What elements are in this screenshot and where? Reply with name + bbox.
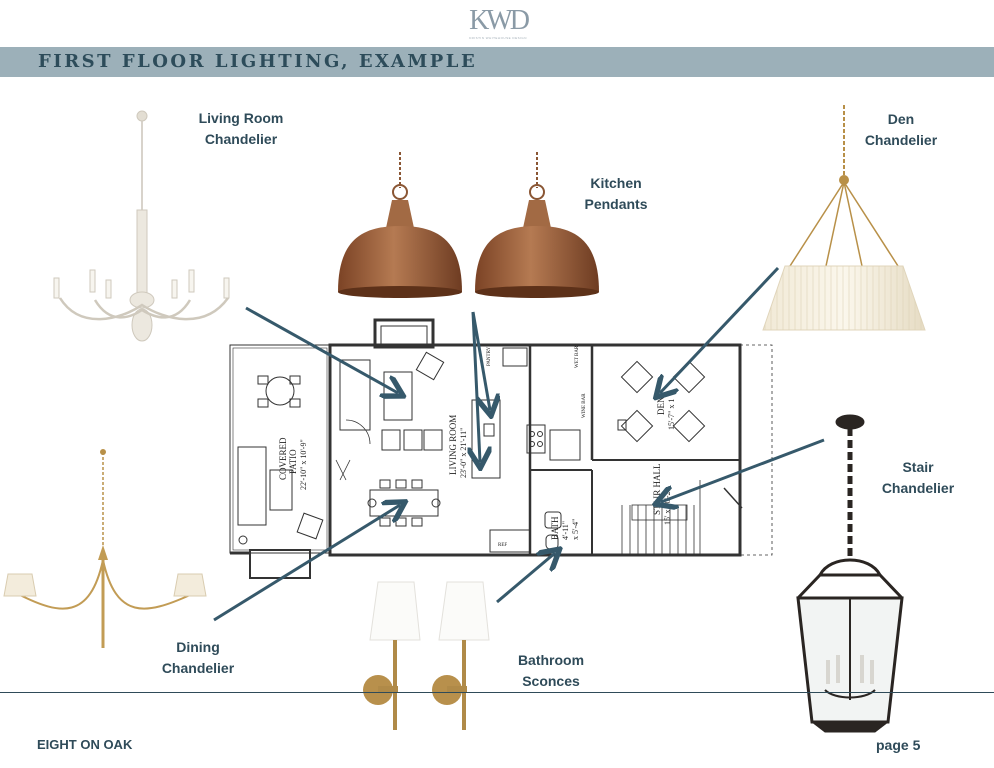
arrow-kitchen-1 — [473, 311, 480, 462]
header-banner: FIRST FLOOR LIGHTING, EXAMPLE — [0, 47, 994, 77]
callout-arrows — [213, 266, 825, 622]
page-number-value: 5 — [912, 737, 921, 753]
arrow-dining — [213, 505, 400, 622]
arrow-den — [660, 266, 780, 393]
dining-label-line1: Dining — [176, 639, 220, 655]
arrow-stair — [661, 438, 825, 502]
bathroom-label-line1: Bathroom — [517, 652, 585, 668]
arrow-kitchen-2 — [471, 311, 490, 410]
living-room-label-line2: Chandelier — [204, 131, 278, 147]
bathroom-label-line2: Sconces — [522, 673, 580, 689]
kitchen-label-line1: Kitchen — [590, 175, 642, 191]
logo-mark: KWD — [469, 5, 530, 36]
living-room-chandelier-image — [53, 110, 230, 342]
footer-divider — [0, 692, 994, 693]
wine-label: WINE BAR — [582, 393, 587, 418]
page-number: page 5 — [876, 737, 920, 753]
kitchen-pendants-image — [338, 152, 599, 298]
den-chandelier-label: Den Chandelier — [851, 109, 951, 151]
bath-label-2: 4'-11" — [561, 521, 570, 540]
page-label: page — [876, 737, 909, 753]
bath-label-3: x 5'-4" — [571, 519, 580, 540]
living-label-2: 23'-0" x 21'-11" — [459, 428, 468, 478]
wet-bar-label: WET BAR — [575, 345, 580, 368]
patio-label-1: COVERED — [278, 437, 288, 480]
project-name: EIGHT ON OAK — [37, 737, 133, 752]
arrow-bathroom — [496, 553, 555, 604]
kitchen-label-line2: Pendants — [584, 196, 648, 212]
bathroom-sconces-image — [363, 581, 490, 730]
pantry-label: PANTRY — [487, 346, 492, 366]
den-label-2: 15'-7" x 1 — [667, 399, 676, 430]
floor-plan — [229, 318, 773, 579]
arrow-living-room — [245, 306, 398, 393]
stair-label-line2: Chandelier — [881, 480, 955, 496]
dining-label-line2: Chandelier — [161, 660, 235, 676]
dining-chandelier-label: Dining Chandelier — [148, 637, 248, 679]
ref-label: REF — [498, 543, 507, 548]
logo-subtitle: KRISTIN WHITEHOUSE DESIGN — [469, 36, 527, 40]
patio-label-2: PATIO — [288, 449, 298, 474]
stair-hall-label-1: STAIR HALL — [652, 463, 662, 515]
kitchen-pendants-label: Kitchen Pendants — [566, 173, 666, 215]
living-label-1: LIVING ROOM — [448, 415, 458, 475]
den-label-1: DEN — [656, 396, 666, 415]
den-chandelier-image — [762, 105, 926, 331]
patio-label-3: 22'-10" x 10'-9" — [299, 439, 308, 490]
living-room-label-line1: Living Room — [198, 110, 284, 126]
dining-chandelier-image — [3, 449, 207, 648]
living-room-chandelier-label: Living Room Chandelier — [186, 108, 296, 150]
stair-chandelier-label: Stair Chandelier — [868, 457, 968, 499]
bath-label-1: BATH — [550, 516, 560, 540]
den-label-line2: Chandelier — [864, 132, 938, 148]
stair-hall-label-2: 15' x 10'-2" — [663, 488, 672, 525]
stair-label-line1: Stair — [902, 459, 934, 475]
logo: KWD KRISTIN WHITEHOUSE DESIGN — [468, 5, 530, 41]
bathroom-sconces-label: Bathroom Sconces — [501, 650, 601, 692]
den-label-line1: Den — [887, 111, 915, 127]
page-title: FIRST FLOOR LIGHTING, EXAMPLE — [38, 51, 478, 72]
stair-chandelier-image — [796, 414, 904, 733]
